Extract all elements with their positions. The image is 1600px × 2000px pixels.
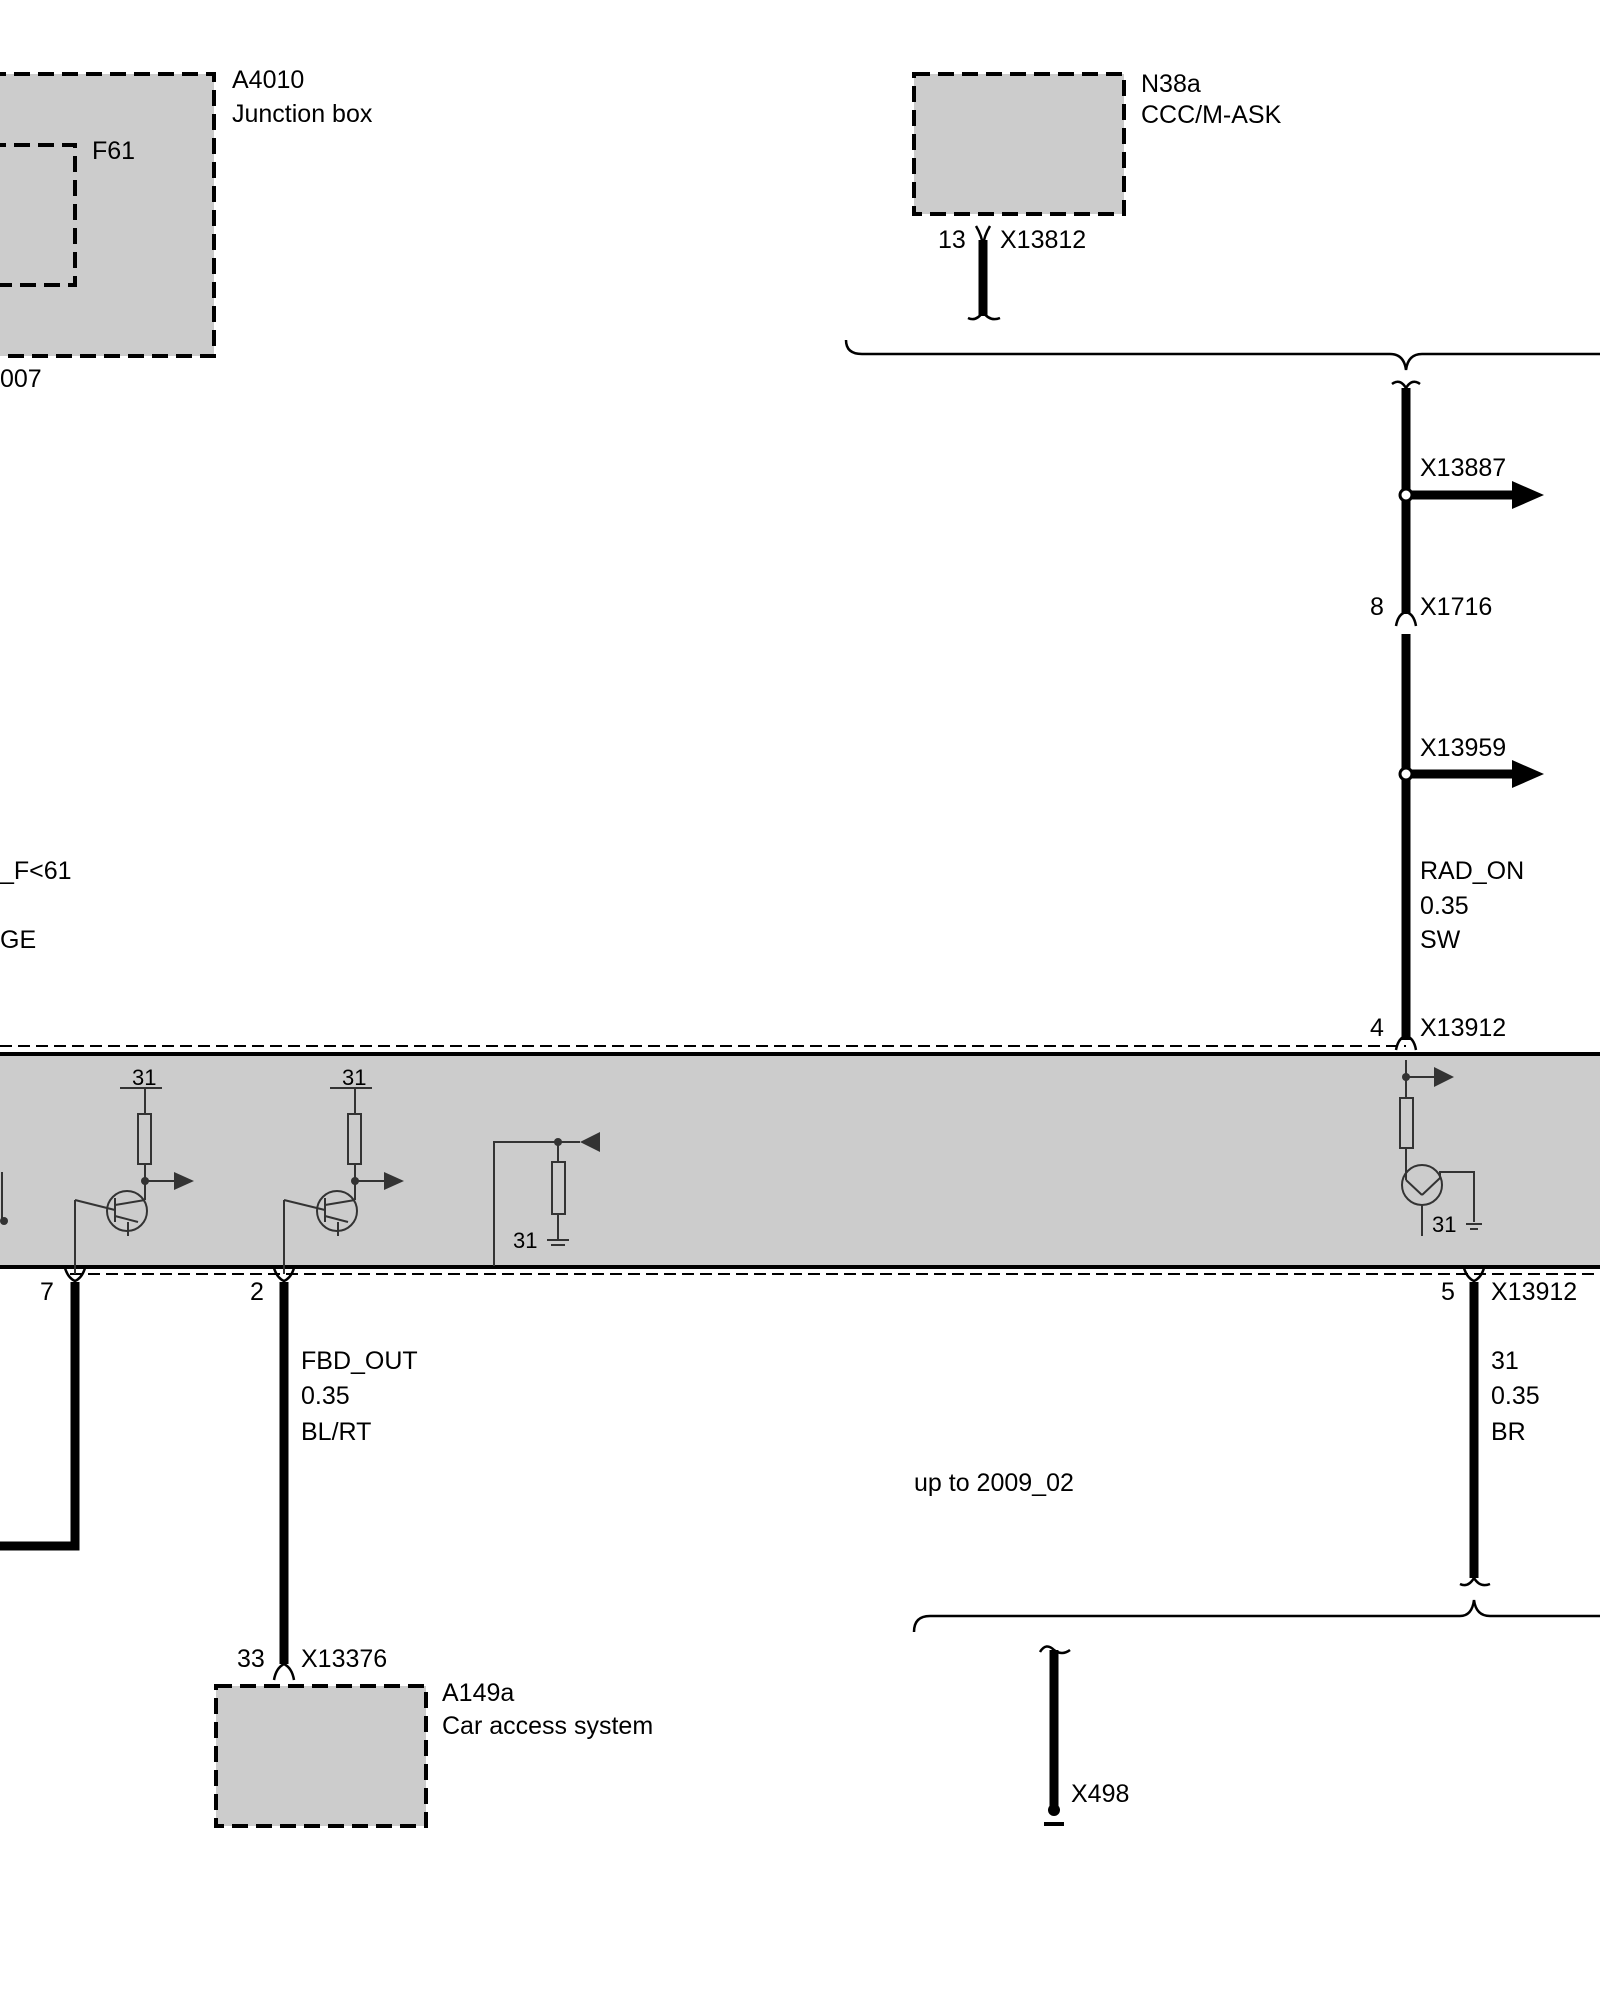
- car-access-system-a149a: 33 X13376 A149a Car access system: [214, 1645, 653, 1828]
- ground-label-3: 31: [513, 1228, 537, 1253]
- left-signal-partial: _F<61: [0, 857, 72, 885]
- pin2-label: 2: [250, 1278, 264, 1306]
- module-band: 31 31: [0, 1045, 1600, 1275]
- ground-wire: 5 X13912 31 0.35 BR: [1441, 1267, 1577, 1587]
- x1716-pin: 8: [1370, 593, 1384, 621]
- rad-on-wire: X13887 8 X1716 X13959 RAD_ON 0.35 SW 4 X…: [1370, 380, 1544, 1051]
- x13912-top-label: X13912: [1420, 1014, 1506, 1042]
- ground-wire-gauge: 0.35: [1491, 1382, 1540, 1410]
- a149a-pin: 33: [237, 1645, 265, 1673]
- x13912-bottom-label: X13912: [1491, 1278, 1577, 1306]
- a149a-id: A149a: [442, 1679, 514, 1707]
- rad-on-gauge: 0.35: [1420, 892, 1469, 920]
- x13959-label: X13959: [1420, 734, 1506, 762]
- fbd-out-wire: 2 FBD_OUT 0.35 BL/RT: [250, 1267, 418, 1681]
- ground-label-1: 31: [132, 1065, 156, 1090]
- fuse-f61-label: F61: [92, 137, 135, 165]
- n38a-name: CCC/M-ASK: [1141, 101, 1282, 129]
- x13887-label: X13887: [1420, 454, 1506, 482]
- bottom-group-brace: [912, 1599, 1600, 1633]
- top-group-brace: [844, 339, 1600, 371]
- ground-label-4: 31: [1432, 1212, 1456, 1237]
- a4010-partial-label: 007: [0, 365, 42, 393]
- fbd-out-color: BL/RT: [301, 1418, 371, 1446]
- control-unit-n38a: N38a CCC/M-ASK 13 X13812: [912, 70, 1282, 321]
- fbd-out-gauge: 0.35: [301, 1382, 350, 1410]
- x13912-top-pin: 4: [1370, 1014, 1384, 1042]
- rad-on-signal: RAD_ON: [1420, 857, 1524, 885]
- transistor-1: 31: [74, 1065, 194, 1274]
- pin7-wire: 7: [0, 1267, 87, 1551]
- a4010-name: Junction box: [232, 100, 373, 128]
- x498-ground: X498: [1038, 1645, 1129, 1826]
- x13912-bottom-pin: 5: [1441, 1278, 1455, 1306]
- left-color-partial: GE: [0, 926, 36, 954]
- ground-label-2: 31: [342, 1065, 366, 1090]
- variant-note: up to 2009_02: [914, 1469, 1074, 1497]
- transistor-3: 31: [1399, 1060, 1482, 1237]
- pin7-label: 7: [40, 1278, 54, 1306]
- ground-wire-color: BR: [1491, 1418, 1526, 1446]
- x1716-label: X1716: [1420, 593, 1492, 621]
- x498-label: X498: [1071, 1780, 1129, 1808]
- a149a-name: Car access system: [442, 1712, 653, 1740]
- n38a-pin: 13: [938, 226, 966, 254]
- fbd-out-signal: FBD_OUT: [301, 1347, 418, 1375]
- a4010-id: A4010: [232, 66, 304, 94]
- input-pulldown: 31: [493, 1132, 600, 1266]
- a149a-connector: X13376: [301, 1645, 387, 1673]
- transistor-2: 31: [283, 1065, 404, 1274]
- rad-on-color: SW: [1420, 926, 1461, 954]
- n38a-connector: X13812: [1000, 226, 1086, 254]
- n38a-id: N38a: [1141, 70, 1201, 98]
- junction-box-a4010: A4010 Junction box F61 007: [0, 66, 373, 393]
- ground-wire-signal: 31: [1491, 1347, 1519, 1375]
